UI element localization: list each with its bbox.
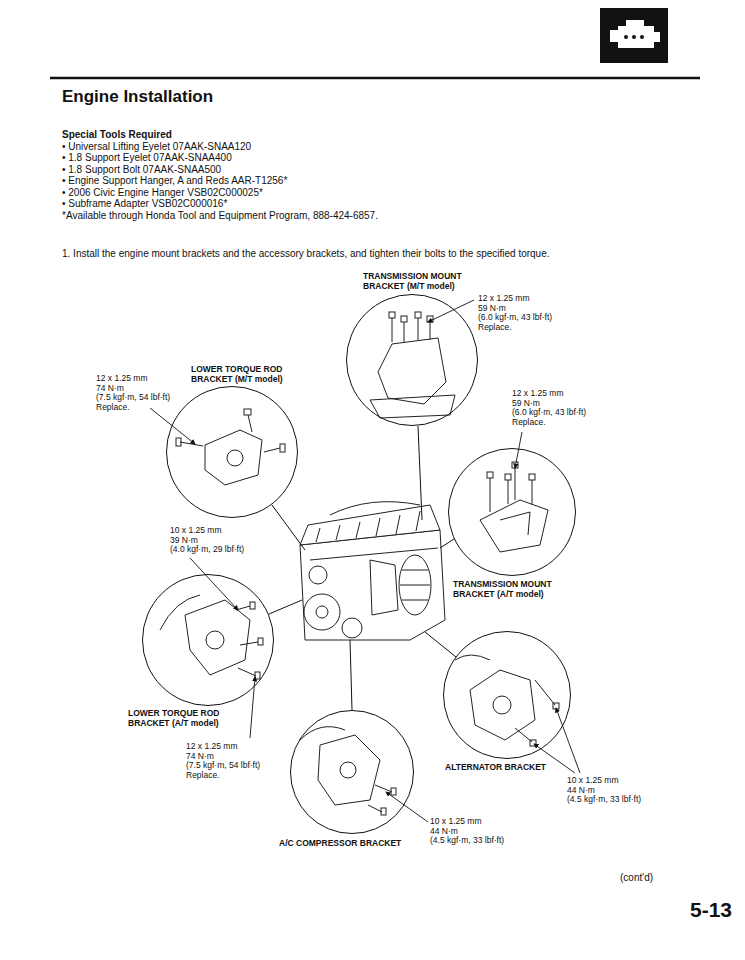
component-heading: LOWER TORQUE ROD BRACKET (A/T model) — [128, 709, 238, 729]
component-heading: LOWER TORQUE ROD BRACKET (M/T model) — [191, 365, 301, 385]
torque-spec: (4.0 kgf·m, 29 lbf·ft) — [170, 545, 244, 554]
torque-spec: (4.5 kgf·m, 33 lbf·ft) — [567, 795, 641, 804]
tool-item: • 1.8 Support Bolt 07AAK-SNAA500 — [62, 164, 221, 175]
torque-spec: 44 N·m — [567, 786, 595, 795]
section-icon — [600, 8, 668, 63]
tool-item: • 1.8 Support Eyelet 07AAK-SNAA400 — [62, 152, 232, 163]
torque-spec: 12 x 1.25 mm — [478, 294, 530, 303]
torque-spec: Replace. — [186, 771, 220, 780]
page-title: Engine Installation — [62, 88, 213, 107]
instruction-step: 1. Install the engine mount brackets and… — [62, 248, 550, 259]
torque-spec: 12 x 1.25 mm — [512, 389, 564, 398]
footnote: *Available through Honda Tool and Equipm… — [62, 210, 378, 221]
component-heading: ALTERNATOR BRACKET — [445, 763, 575, 773]
section-heading: Special Tools Required — [62, 129, 172, 140]
torque-spec: (7.5 kgf·m, 54 lbf·ft) — [96, 393, 170, 402]
callout-circle: A/C COMPRESSOR BRACKET — [290, 710, 414, 834]
callout-circle: LOWER TORQUE ROD BRACKET (A/T model) — [142, 574, 274, 706]
tool-item: • Universal Lifting Eyelet 07AAK-SNAA120 — [62, 141, 251, 152]
torque-spec: 10 x 1.25 mm — [567, 776, 619, 785]
engine-drawing — [300, 502, 445, 640]
component-heading: A/C COMPRESSOR BRACKET — [279, 839, 439, 849]
torque-spec: 59 N·m — [478, 304, 506, 313]
header-rule — [50, 77, 700, 80]
torque-spec: Replace. — [96, 403, 130, 412]
torque-spec: (7.5 kgf·m, 54 lbf·ft) — [186, 761, 260, 770]
torque-spec: Replace. — [512, 418, 546, 427]
callout-circle: TRANSMISSION MOUNT BRACKET (M/T model) — [346, 294, 478, 426]
page-number: 5-13 — [690, 898, 732, 921]
torque-spec: 74 N·m — [96, 384, 124, 393]
torque-spec: 59 N·m — [512, 399, 540, 408]
torque-spec: 74 N·m — [186, 752, 214, 761]
torque-spec: Replace. — [478, 323, 512, 332]
torque-spec: (4.5 kgf·m, 33 lbf·ft) — [430, 836, 504, 845]
torque-spec: 44 N·m — [430, 827, 458, 836]
torque-spec: 39 N·m — [170, 536, 198, 545]
callout-circle: ALTERNATOR BRACKET — [443, 631, 571, 759]
callout-circle: TRANSMISSION MOUNT BRACKET (A/T model) — [448, 448, 576, 576]
component-heading: TRANSMISSION MOUNT BRACKET (A/T model) — [453, 580, 573, 600]
tool-item: • 2006 Civic Engine Hanger VSB02C000025* — [62, 187, 263, 198]
torque-spec: 10 x 1.25 mm — [170, 526, 222, 535]
torque-spec: (6.0 kgf·m, 43 lbf·ft) — [512, 408, 586, 417]
torque-spec: 12 x 1.25 mm — [186, 742, 238, 751]
callout-circle: LOWER TORQUE ROD BRACKET (M/T model) — [166, 386, 298, 518]
torque-spec: (6.0 kgf·m, 43 lbf·ft) — [478, 313, 552, 322]
engine-icon — [610, 20, 660, 48]
tool-item: • Subframe Adapter VSB02C000016* — [62, 198, 227, 209]
torque-spec: 12 x 1.25 mm — [96, 374, 148, 383]
torque-spec: 10 x 1.25 mm — [430, 817, 482, 826]
component-heading: TRANSMISSION MOUNT BRACKET (M/T model) — [363, 272, 483, 292]
continued-note: (cont'd) — [620, 872, 653, 883]
tool-item: • Engine Support Hanger, A and Reds AAR-… — [62, 175, 287, 186]
